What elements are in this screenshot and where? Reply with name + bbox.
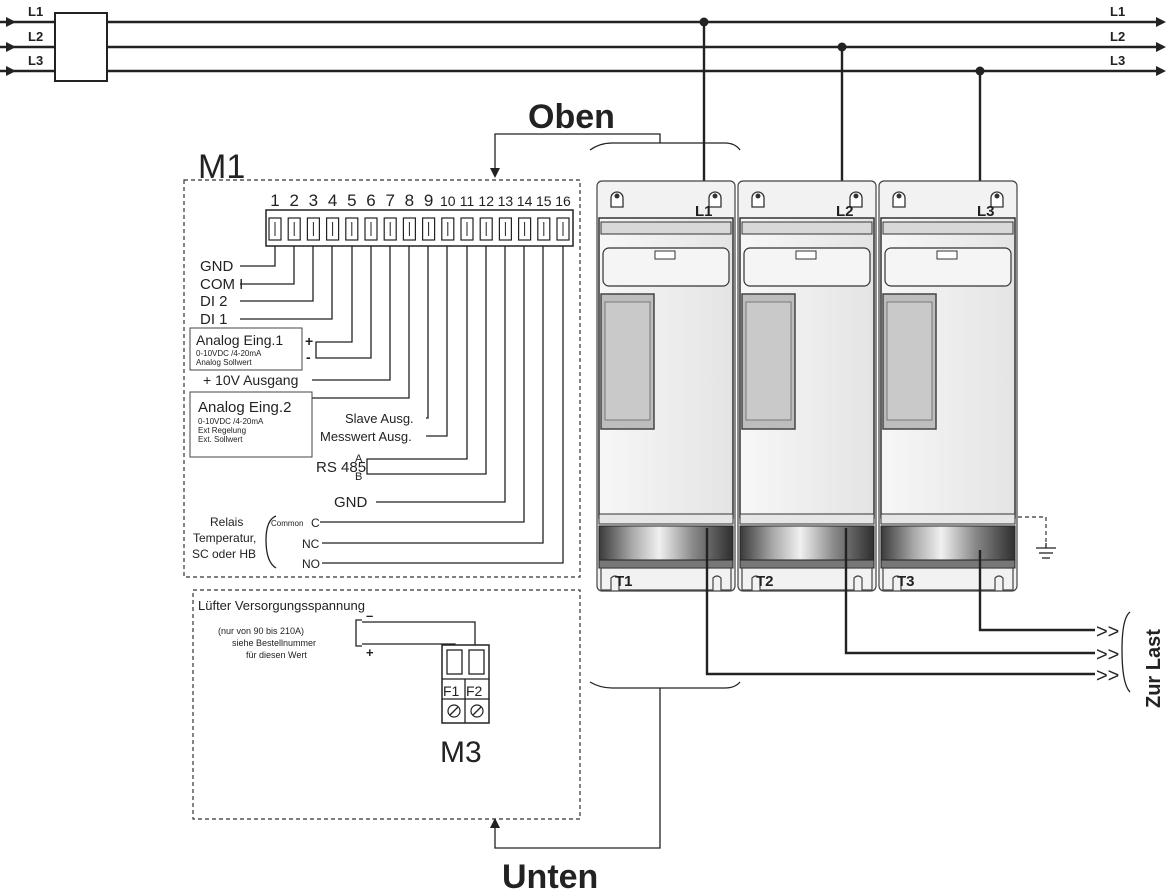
analog1-line2: Analog Sollwert [196,358,252,367]
terminal-number-1: 1 [270,191,279,210]
label-di1: DI 1 [200,311,228,328]
m3-f2: F2 [466,683,483,699]
mains-bus: L1 L2 L3 L1 L2 L3 [0,4,1166,222]
fan-plus: + [366,645,374,660]
terminal-number-11: 11 [460,193,475,209]
label-rs485-b: B [355,471,362,483]
fan-note-2: siehe Bestellnummer [232,638,316,648]
load-arrow-1: >> [1096,621,1119,643]
label-di2: DI 2 [200,293,228,310]
terminal-number-2: 2 [289,191,298,210]
analog-input-2-box: Analog Eing.2 0-10VDC /4-20mA Ext Regelu… [189,391,313,458]
m3-block: Lüfter Versorgungsspannung (nur von 90 b… [192,589,581,820]
analog1-title: Analog Eing.1 [196,332,283,348]
terminal-number-14: 14 [517,193,533,209]
mounting-keyhole-icon [708,191,722,208]
mounting-keyhole-icon [751,191,765,208]
mains-right-label-2: L2 [1110,29,1125,44]
mounting-keyhole-icon [610,191,624,208]
terminal-number-8: 8 [405,191,414,210]
terminal-number-12: 12 [478,193,494,209]
ground-symbol [1018,516,1056,559]
label-messwert-out: Messwert Ausg. [320,429,412,444]
fan-note-3: für diesen Wert [246,650,307,660]
relais-line-3: SC oder HB [192,547,256,561]
relais-nc: NC [302,537,320,551]
terminal-number-13: 13 [498,193,514,209]
label-com-i: COM I [200,276,243,293]
analog1-plus: + [305,333,313,349]
m1-title: M1 [198,148,245,186]
mounting-keyhole-icon [892,191,906,208]
relais-line-2: Temperatur, [193,531,256,545]
fan-supply-title: Lüfter Versorgungsspannung [198,598,365,613]
load-arrow-3: >> [1096,665,1119,687]
m3-terminal-block: F1 F2 [441,644,490,724]
mains-left-label-1: L1 [28,4,43,19]
label-rs485-a: A [355,453,363,465]
terminal-number-4: 4 [328,191,337,210]
terminal-number-16: 16 [555,193,571,209]
zur-last-label: Zur Last [1143,629,1165,708]
analog2-line1: 0-10VDC /4-20mA [198,417,264,426]
oben-label: Oben [528,98,615,136]
relais-common: Common [271,519,303,528]
unten-label: Unten [502,858,598,895]
relais-line-1: Relais [210,515,243,529]
module-output-label-3: T3 [897,573,915,590]
label-gnd-2: GND [334,494,368,511]
module-input-label-3: L3 [977,203,995,220]
module-input-label-2: L2 [836,203,854,220]
terminal-number-10: 10 [440,193,456,209]
mains-left-label-2: L2 [28,29,43,44]
relais-c: C [311,516,320,530]
label-slave-out: Slave Ausg. [345,411,414,426]
mains-filter-box [54,12,108,82]
mains-right-label-1: L1 [1110,4,1125,19]
analog-input-1-box: Analog Eing.1 0-10VDC /4-20mA Analog Sol… [189,327,313,371]
mains-right-label-3: L3 [1110,53,1125,68]
label-10v-out: + 10V Ausgang [203,372,298,388]
terminal-number-7: 7 [385,191,394,210]
terminal-number-6: 6 [366,191,375,210]
module-input-label-1: L1 [695,203,713,220]
mains-left-label-3: L3 [28,53,43,68]
m3-title: M3 [440,736,482,769]
terminal-number-3: 3 [309,191,318,210]
terminal-number-9: 9 [424,191,433,210]
label-gnd: GND [200,258,234,275]
label-rs485: RS 485 [316,459,366,476]
load-arrow-2: >> [1096,644,1119,666]
analog2-line2: Ext Regelung [198,426,246,435]
m1-terminal-screws [268,217,570,241]
analog1-line1: 0-10VDC /4-20mA [196,349,262,358]
terminal-number-5: 5 [347,191,356,210]
fan-note-1: (nur von 90 bis 210A) [218,626,304,636]
analog1-minus: - [306,349,311,365]
module-output-label-1: T1 [615,573,633,590]
terminal-number-15: 15 [536,193,552,209]
mounting-keyhole-icon [990,191,1004,208]
relais-no: NO [302,557,320,571]
fan-minus: – [366,608,373,623]
m1-wires [240,246,564,564]
m3-f1: F1 [443,683,460,699]
module-output-label-2: T2 [756,573,774,590]
output-wires: >> >> >> Zur Last [705,528,1165,708]
mounting-keyhole-icon [849,191,863,208]
analog2-line3: Ext. Sollwert [198,435,243,444]
analog2-title: Analog Eing.2 [198,399,291,416]
